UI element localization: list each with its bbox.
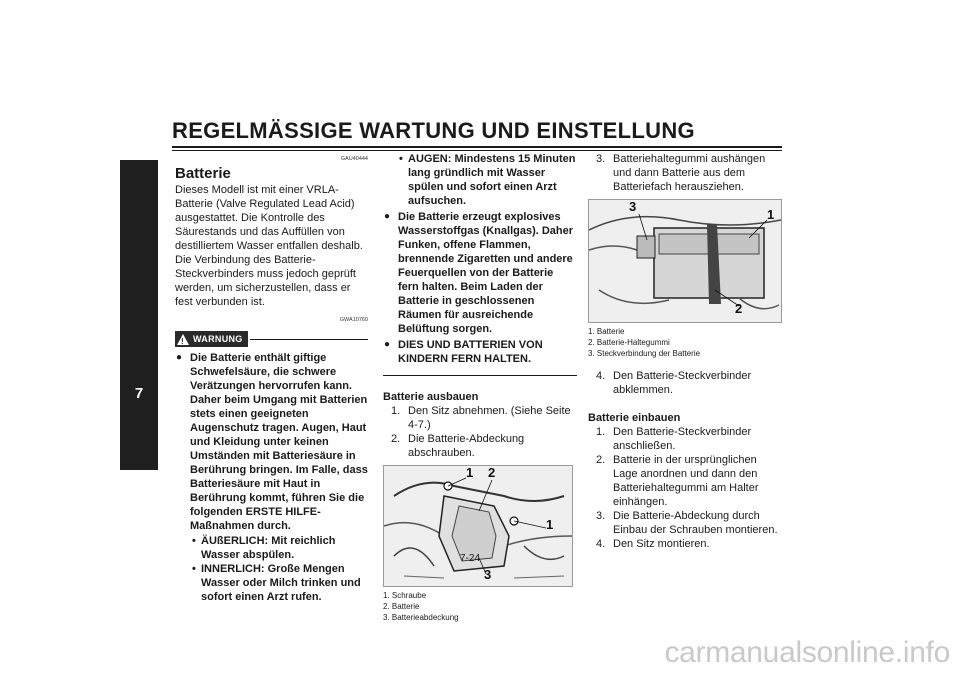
- warning-list: Die Batterie enthält giftige Schwefelsäu…: [175, 351, 368, 604]
- step-number: 2.: [596, 454, 606, 466]
- step-text: Die Batterie-Abdeckung abschrauben.: [408, 433, 525, 459]
- figure-caption: 2. Batterie-Haltegummi: [588, 338, 670, 347]
- install-step: 3. Die Batterie-Abdeckung durch Einbau de…: [588, 509, 783, 537]
- warning-list-continued: Die Batterie erzeugt explosives Wasserst…: [383, 210, 577, 366]
- step-text: Die Batterie-Abdeckung durch Einbau der …: [613, 510, 778, 536]
- page-number: 7-24: [460, 553, 481, 564]
- step-number: 2.: [391, 433, 401, 445]
- removal-step: 3. Batteriehaltegummi aushängen und dann …: [588, 152, 783, 194]
- figure-caption: 2. Batterie: [383, 602, 420, 611]
- figure-callout-2: 2: [735, 301, 743, 316]
- figure-callout-3: 3: [484, 567, 492, 582]
- figure-callout-1: 1: [767, 207, 775, 222]
- first-aid-item: ÄUßERLICH: Mit reichlich Wasser abspülen…: [190, 534, 368, 562]
- warning-code: GWA10760: [339, 317, 368, 323]
- install-step: 2. Batterie in der ursprünglichen Lage an…: [588, 453, 783, 509]
- install-steps: 1. Den Batterie-Steckverbinder anschließe…: [588, 425, 783, 551]
- step-number: 1.: [391, 405, 401, 417]
- removal-steps-continued: 3. Batteriehaltegummi aushängen und dann …: [588, 152, 783, 194]
- removal-title: Batterie ausbauen: [383, 391, 479, 403]
- removal-steps: 1.Den Sitz abnehmen. (Siehe Seite 4-7.) …: [383, 404, 577, 460]
- step-text: Batterie in der ursprünglichen Lage anor…: [613, 454, 759, 508]
- removal-step: 1. Den Sitz abnehmen. (Siehe Seite 4-7.): [383, 404, 577, 432]
- header-rule-thin: [172, 150, 782, 151]
- first-aid-item: AUGEN: Mindestens 15 Minuten lang gründl…: [397, 152, 577, 208]
- install-title: Batterie einbauen: [588, 412, 681, 424]
- step-text: Den Sitz montieren.: [613, 538, 710, 550]
- chapter-number: 7: [134, 385, 144, 402]
- battery-cover-figure: 1 2 1 3: [383, 465, 573, 587]
- column-1: GAU40444 Batterie Dieses Modell ist mit …: [175, 152, 368, 606]
- figure-callout-1: 1: [466, 465, 474, 480]
- page-title: REGELMÄSSIGE WARTUNG UND EINSTELLUNG: [172, 118, 695, 143]
- figure-callout-3: 3: [629, 199, 637, 214]
- first-aid-list-continued: AUGEN: Mindestens 15 Minuten lang gründl…: [397, 152, 577, 208]
- step-text: Batteriehaltegummi aushängen und dann Ba…: [613, 153, 766, 193]
- step-number: 1.: [596, 426, 606, 438]
- footer-watermark: carmanualsonline.info: [664, 636, 950, 669]
- chapter-tab: 7: [120, 160, 158, 470]
- battery-cover-illustration: [384, 466, 572, 586]
- install-step: 4. Den Sitz montieren.: [588, 537, 783, 551]
- warning-item: Die Batterie erzeugt explosives Wasserst…: [383, 210, 577, 336]
- warning-rule: [249, 338, 368, 340]
- step-text: Den Sitz abnehmen. (Siehe Seite 4-7.): [408, 405, 571, 431]
- step-number: 4.: [596, 370, 606, 382]
- step-text: Den Batterie-Steckverbinder abklemmen.: [613, 370, 752, 396]
- figure-caption: 3. Batterieabdeckung: [383, 613, 459, 622]
- column-2: AUGEN: Mindestens 15 Minuten lang gründl…: [383, 152, 577, 623]
- warning-text: Die Batterie enthält giftige Schwefelsäu…: [190, 352, 368, 532]
- first-aid-list: ÄUßERLICH: Mit reichlich Wasser abspülen…: [190, 534, 368, 604]
- first-aid-item: INNERLICH: Große Mengen Wasser oder Milc…: [190, 562, 368, 604]
- warning-end-rule: [383, 375, 577, 376]
- step-number: 3.: [596, 153, 606, 165]
- page-header: REGELMÄSSIGE WARTUNG UND EINSTELLUNG: [172, 118, 782, 151]
- figure-caption: 3. Steckverbindung der Batterie: [588, 349, 701, 358]
- intro-paragraph: Dieses Modell ist mit einer VRLA-Batteri…: [175, 184, 363, 308]
- step-text: Den Batterie-Steckverbinder anschließen.: [613, 426, 752, 452]
- battery-strap-illustration: [589, 200, 781, 322]
- section-title: Batterie: [175, 165, 231, 182]
- removal-steps-final: 4. Den Batterie-Steckverbinder abklemmen.: [588, 369, 783, 397]
- removal-step: 2. Die Batterie-Abdeckung abschrauben.: [383, 432, 577, 460]
- figure-callout-1b: 1: [546, 517, 554, 532]
- install-step: 1. Den Batterie-Steckverbinder anschließe…: [588, 425, 783, 453]
- figure-caption: 1. Batterie: [588, 327, 625, 336]
- figure-captions: 1. Schraube 2. Batterie 3. Batterieabdec…: [383, 590, 577, 623]
- warning-label: WARNUNG: [193, 334, 243, 344]
- step-number: 4.: [596, 538, 606, 550]
- warning-header: WARNUNG: [175, 331, 368, 349]
- step-number: 3.: [596, 510, 606, 522]
- figure-captions: 1. Batterie 2. Batterie-Haltegummi 3. St…: [588, 326, 783, 359]
- figure-caption: 1. Schraube: [383, 591, 427, 600]
- warning-badge: WARNUNG: [175, 331, 248, 349]
- section-code: GAU40444: [340, 156, 368, 162]
- header-rule: [172, 146, 782, 148]
- removal-step: 4. Den Batterie-Steckverbinder abklemmen.: [588, 369, 783, 397]
- figure-callout-2: 2: [488, 465, 496, 480]
- warning-item: Die Batterie enthält giftige Schwefelsäu…: [175, 351, 368, 604]
- column-3: 3. Batteriehaltegummi aushängen und dann …: [588, 152, 783, 551]
- warning-triangle-icon: [177, 333, 189, 349]
- battery-strap-figure: 3 1 2: [588, 199, 782, 323]
- warning-item: DIES UND BATTERIEN VON KINDERN FERN HALT…: [383, 338, 577, 366]
